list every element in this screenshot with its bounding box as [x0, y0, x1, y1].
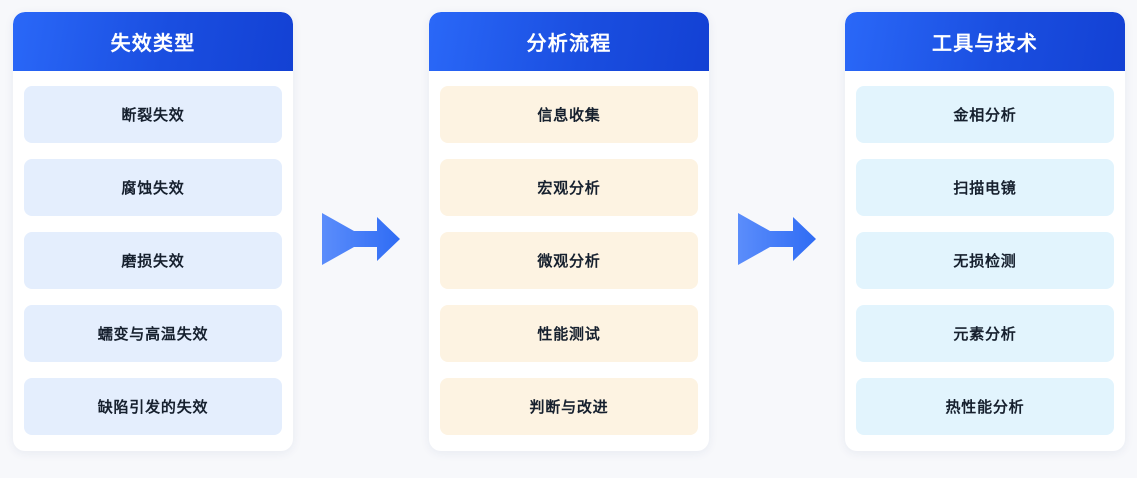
- list-item[interactable]: 金相分析: [856, 86, 1114, 143]
- list-item[interactable]: 断裂失效: [24, 86, 282, 143]
- column-header-failure-types: 失效类型: [13, 12, 293, 71]
- connector-arrow-1-wrapper: [293, 12, 429, 466]
- list-item[interactable]: 磨损失效: [24, 232, 282, 289]
- arrow-right-icon: [738, 213, 816, 265]
- list-item[interactable]: 性能测试: [440, 305, 698, 362]
- list-item[interactable]: 扫描电镜: [856, 159, 1114, 216]
- connector-arrow-2-wrapper: [709, 12, 845, 466]
- list-item[interactable]: 热性能分析: [856, 378, 1114, 435]
- list-item[interactable]: 无损检测: [856, 232, 1114, 289]
- arrow-right-icon: [322, 213, 400, 265]
- list-item[interactable]: 信息收集: [440, 86, 698, 143]
- column-body-failure-types: 断裂失效 腐蚀失效 磨损失效 蠕变与高温失效 缺陷引发的失效: [13, 71, 293, 451]
- list-item[interactable]: 微观分析: [440, 232, 698, 289]
- column-tools-techniques: 工具与技术 金相分析 扫描电镜 无损检测 元素分析 热性能分析: [845, 12, 1125, 451]
- column-body-tools-techniques: 金相分析 扫描电镜 无损检测 元素分析 热性能分析: [845, 71, 1125, 451]
- list-item[interactable]: 蠕变与高温失效: [24, 305, 282, 362]
- column-header-analysis-process: 分析流程: [429, 12, 709, 71]
- list-item[interactable]: 腐蚀失效: [24, 159, 282, 216]
- column-body-analysis-process: 信息收集 宏观分析 微观分析 性能测试 判断与改进: [429, 71, 709, 451]
- list-item[interactable]: 判断与改进: [440, 378, 698, 435]
- column-header-tools-techniques: 工具与技术: [845, 12, 1125, 71]
- list-item[interactable]: 宏观分析: [440, 159, 698, 216]
- list-item[interactable]: 缺陷引发的失效: [24, 378, 282, 435]
- column-failure-types: 失效类型 断裂失效 腐蚀失效 磨损失效 蠕变与高温失效 缺陷引发的失效: [13, 12, 293, 451]
- list-item[interactable]: 元素分析: [856, 305, 1114, 362]
- column-analysis-process: 分析流程 信息收集 宏观分析 微观分析 性能测试 判断与改进: [429, 12, 709, 451]
